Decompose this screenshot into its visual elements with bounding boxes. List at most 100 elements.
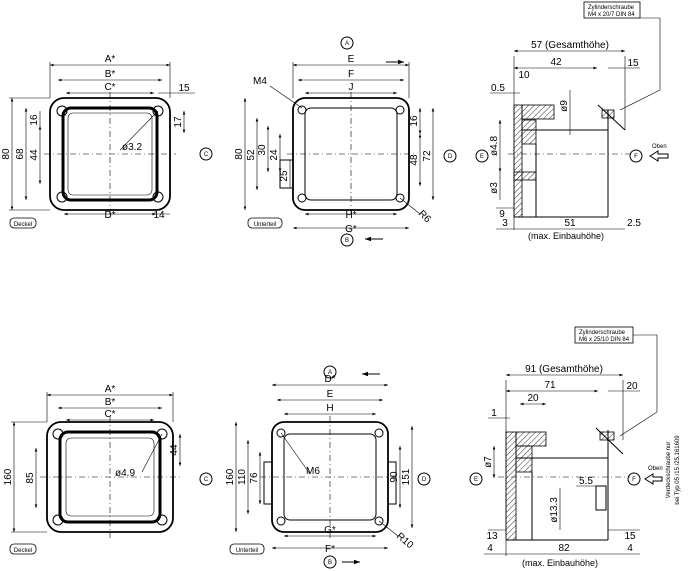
dim-F: F* [325,544,335,555]
dim-24: 24 [269,149,280,161]
hole-diameter: ø4.9 [115,468,135,479]
lid-label-box [9,217,37,229]
view-marker-E: E [480,154,484,160]
base-label: Unterteil [236,548,258,554]
dim-10: 10 [518,70,530,81]
base-label: Unterteil [254,222,276,228]
dim-48: 48 [409,154,420,166]
dim-13: 13 [486,531,498,542]
dim-30: 30 [257,144,268,156]
dim-15: 15 [178,83,190,94]
note-line-1: Verdeckschraube nur [666,442,672,499]
screw-hole [56,191,68,203]
dim-71: 71 [544,380,556,391]
dim-9: 9 [499,209,505,220]
view-marker-E: E [474,477,478,483]
side-knockout [279,159,294,189]
dim-C: C* [104,82,115,93]
dim-15: 15 [627,58,639,69]
dim-d3: ø3 [489,182,500,194]
dim-3: 3 [502,218,508,229]
dim-D: D* [104,210,115,221]
dim-1: 1 [491,408,497,419]
dim-20: 20 [626,381,638,392]
dim-0.5: 0.5 [491,83,505,94]
dim-4b: 4 [627,543,633,554]
small-lid-view: A* B* C* 15 D* 14 80 68 44 16 17 ø3.2 De… [1,54,195,229]
dim-85: 85 [25,472,36,484]
arrow-left-icon [649,150,669,162]
dim-160: 160 [225,468,236,485]
lid-label: Deckel [14,222,32,228]
dim-5.5: 5.5 [579,476,593,487]
dim-76: 76 [249,472,260,484]
dim-E: E [348,54,355,65]
total-height: 91 (Gesamthöhe) [525,364,603,375]
dim-C: C* [104,409,115,420]
dim-4: 4 [487,543,493,554]
dim-14: 14 [153,210,165,221]
dim-25: 25 [279,170,290,182]
radius-R10: R10 [394,531,415,552]
lid-label: Deckel [14,548,32,554]
dim-42: 42 [550,57,562,68]
dim-110: 110 [237,469,248,485]
top-label: Oben [648,466,663,472]
thread-M4: M4 [253,76,267,87]
dim-A: A* [105,54,116,65]
note-line-2: bei Typ 05 /15 /25.161609 [675,435,681,505]
hole-diameter: ø3.2 [122,142,142,153]
dim-G: G* [324,525,336,536]
dim-D: D* [324,374,335,385]
thread-M6: M6 [306,466,320,477]
view-marker-A: A [345,41,349,47]
dim-52: 52 [246,149,257,161]
dim-20b: 20 [527,393,539,404]
large-side-section: Zylinderschraube M6 x 25/10 DIN 84 91 (G… [469,326,681,568]
dim-15: 15 [624,531,636,542]
dim-d9: ø9 [559,100,570,112]
lid-section [521,104,555,120]
radius-R6: R6 [416,208,433,225]
view-marker-F: F [634,154,638,160]
view-marker-B: B [328,560,332,566]
mount-height: (max. Einbauhöhe) [528,231,604,241]
top-label: Oben [652,144,667,150]
screw-title: Zylinderschraube [588,5,635,11]
wall-section [513,104,523,218]
view-marker-A: A [328,370,332,376]
dim-80: 80 [1,148,12,160]
view-marker-C: C [204,152,209,158]
dim-d4.8: ø4.8 [489,136,500,156]
view-marker-D: D [422,477,427,483]
dim-44: 44 [169,444,180,456]
small-base-view: A E F J H* G* M4 80 52 30 24 25 16 48 [234,36,435,247]
screw-hole [56,105,68,117]
dim-90: 90 [389,471,400,483]
mount-height: (max. Einbauhöhe) [522,558,598,568]
dim-d7: ø7 [483,456,494,468]
dim-H: H* [345,210,356,221]
large-base-view: A D* E H G* F* M6 160 110 76 90 151 R10 [225,365,416,569]
dim-2.5: 2.5 [627,218,641,229]
dim-82: 82 [558,543,570,554]
screw-spec: M4 x 20/7 DIN 84 [588,12,635,18]
large-lid-view: A* B* C* 160 85 44 ø4.9 Deckel [3,384,182,555]
view-marker-D: D [448,154,453,160]
dim-B: B* [105,397,116,408]
dim-E: E [327,389,334,400]
dim-B: B* [105,69,116,80]
dim-J: J [349,82,354,93]
dim-16: 16 [29,114,40,126]
dim-160: 160 [3,468,14,485]
dim-F: F [348,69,354,80]
dim-G: G* [345,224,357,235]
dim-151: 151 [401,468,412,485]
dim-17: 17 [173,116,184,128]
small-side-section: Zylinderschraube M4 x 20/7 DIN 84 57 (Ge… [475,1,669,241]
screw-hole [152,105,164,117]
dim-16: 16 [409,115,420,127]
view-marker-F: F [632,477,636,483]
arrow-left-icon [644,473,663,485]
